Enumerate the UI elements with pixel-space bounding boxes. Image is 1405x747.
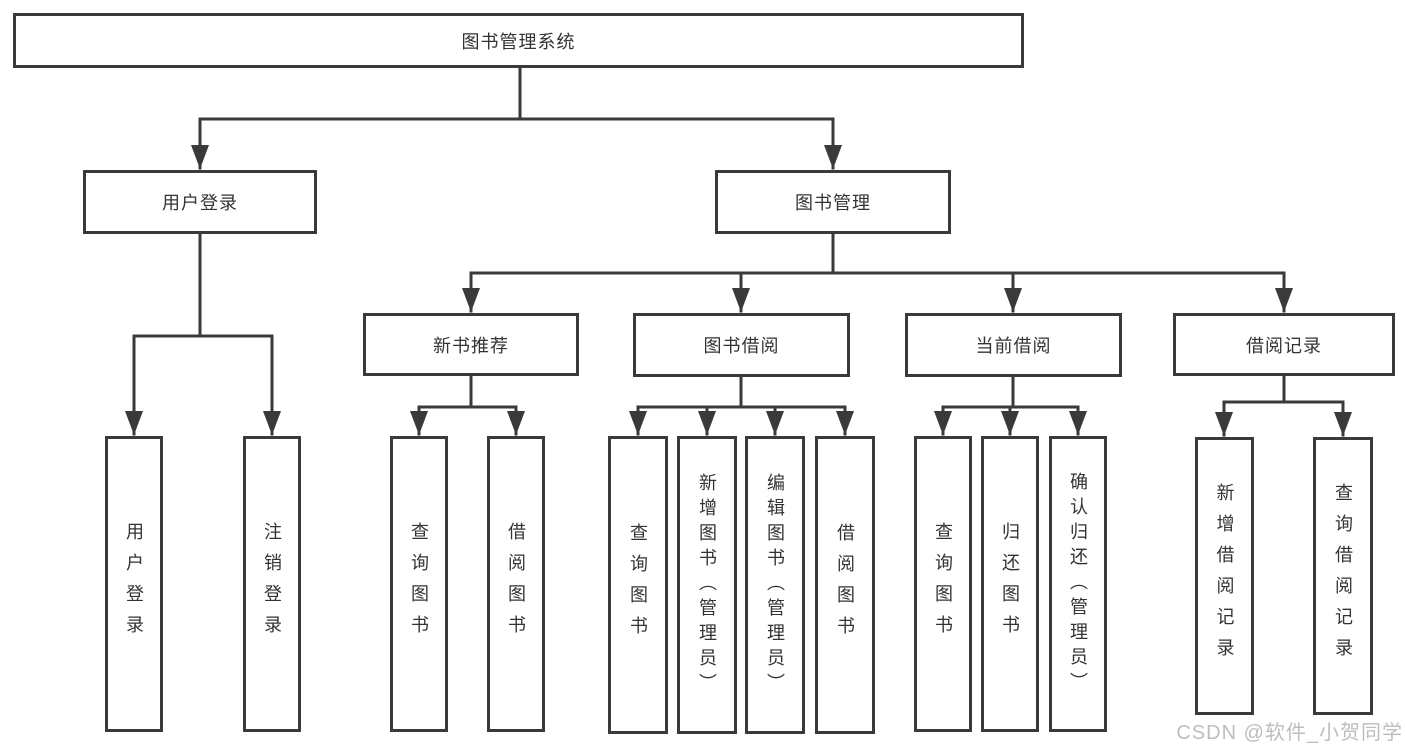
leaf-logout: 注销登录: [243, 436, 301, 732]
node-root-label: 图书管理系统: [461, 31, 576, 52]
node-new-book-recommend-label: 新书推荐: [433, 335, 509, 356]
leaf-current-query-books: 查询图书: [914, 436, 972, 732]
leaf-confirm-return-admin-label: 确认归还（管理员）: [1068, 471, 1088, 697]
leaf-borrow-books-label: 借阅图书: [835, 523, 855, 647]
leaf-borrow-query-books: 查询图书: [608, 436, 668, 734]
leaf-add-borrow-record: 新增借阅记录: [1195, 437, 1254, 715]
leaf-borrow-books: 借阅图书: [815, 436, 875, 734]
leaf-add-borrow-record-label: 新增借阅记录: [1214, 483, 1235, 669]
node-current-borrowing-label: 当前借阅: [975, 336, 1052, 356]
node-borrowing-records: 借阅记录: [1173, 313, 1395, 376]
leaf-current-query-books-label: 查询图书: [933, 522, 953, 646]
leaf-return-books: 归还图书: [981, 436, 1039, 732]
leaf-newbook-query-books-label: 查询图书: [409, 522, 429, 646]
node-book-management: 图书管理: [715, 170, 951, 234]
leaf-add-books-admin: 新增图书（管理员）: [677, 436, 737, 734]
node-borrowing-records-label: 借阅记录: [1246, 335, 1322, 356]
leaf-query-borrow-record-label: 查询借阅记录: [1333, 483, 1353, 669]
node-new-book-recommend: 新书推荐: [363, 313, 579, 376]
leaf-newbook-query-books: 查询图书: [390, 436, 448, 732]
node-user-login: 用户登录: [83, 170, 317, 234]
csdn-watermark: CSDN @软件_小贺同学: [1176, 722, 1403, 744]
leaf-query-borrow-record: 查询借阅记录: [1313, 437, 1373, 715]
leaf-user-login: 用户登录: [105, 436, 163, 732]
node-current-borrowing: 当前借阅: [905, 313, 1122, 377]
node-book-borrowing-label: 图书借阅: [703, 336, 780, 356]
node-user-login-label: 用户登录: [162, 193, 238, 213]
leaf-confirm-return-admin: 确认归还（管理员）: [1049, 436, 1107, 732]
node-root: 图书管理系统: [13, 13, 1024, 68]
leaf-borrow-query-books-label: 查询图书: [628, 523, 648, 647]
leaf-edit-books-admin: 编辑图书（管理员）: [745, 436, 805, 734]
leaf-newbook-borrow-books-label: 借阅图书: [506, 522, 526, 646]
leaf-user-login-label: 用户登录: [124, 522, 144, 646]
leaf-newbook-borrow-books: 借阅图书: [487, 436, 545, 732]
leaf-add-books-admin-label: 新增图书（管理员）: [697, 472, 717, 698]
leaf-logout-label: 注销登录: [262, 522, 282, 646]
leaf-edit-books-admin-label: 编辑图书（管理员）: [765, 472, 785, 698]
node-book-management-label: 图书管理: [795, 193, 871, 213]
node-book-borrowing: 图书借阅: [633, 313, 850, 377]
leaf-return-books-label: 归还图书: [1000, 522, 1020, 646]
